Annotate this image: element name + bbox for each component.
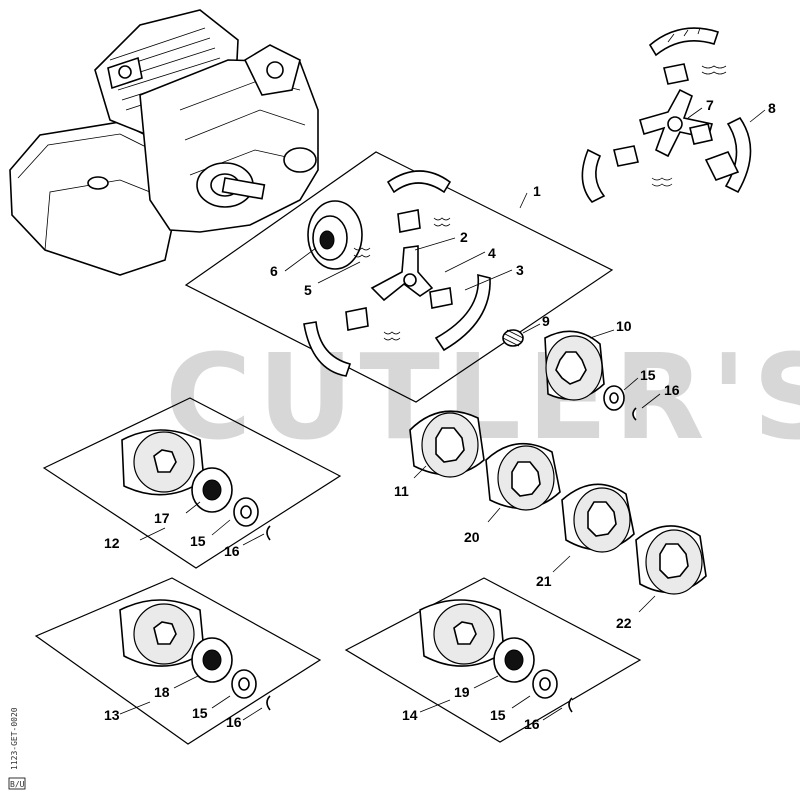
drum-22 bbox=[635, 525, 707, 613]
callout-9: 9 bbox=[542, 313, 550, 329]
callout-7: 7 bbox=[706, 97, 714, 113]
callout-15-box14: 15 bbox=[490, 707, 506, 723]
callout-15-box12: 15 bbox=[190, 533, 206, 549]
callout-14: 14 bbox=[402, 707, 418, 723]
callout-10: 10 bbox=[616, 318, 632, 334]
callout-4: 4 bbox=[488, 245, 496, 261]
callout-3: 3 bbox=[516, 262, 524, 278]
engine-assembly bbox=[9, 9, 319, 276]
callout-18: 18 bbox=[154, 684, 170, 700]
callout-21: 21 bbox=[536, 573, 552, 589]
group-box-13 bbox=[34, 577, 322, 745]
side-code-text: 1123-GET-0020 bbox=[10, 707, 19, 770]
side-code: 1123-GET-0020 B/U bbox=[8, 707, 26, 790]
drum-11 bbox=[409, 410, 485, 479]
callout-20: 20 bbox=[464, 529, 480, 545]
clutch-assembly-top bbox=[581, 27, 752, 203]
group-box-12 bbox=[42, 397, 342, 569]
callout-16-box12: 16 bbox=[224, 543, 240, 559]
callout-15-top: 15 bbox=[640, 367, 656, 383]
needle-bearing-9 bbox=[502, 323, 541, 347]
callout-1: 1 bbox=[533, 183, 541, 199]
callout-8: 8 bbox=[768, 100, 776, 116]
callout-17: 17 bbox=[154, 510, 170, 526]
drum-21 bbox=[552, 483, 635, 573]
callout-11: 11 bbox=[394, 483, 409, 499]
drum-10 bbox=[544, 329, 615, 401]
clip-16-top bbox=[632, 393, 661, 421]
callout-2: 2 bbox=[460, 229, 468, 245]
callout-5: 5 bbox=[304, 282, 312, 298]
callout-16-box13: 16 bbox=[226, 714, 242, 730]
callout-22: 22 bbox=[616, 615, 632, 631]
callout-labels: 1 2 3 4 5 6 7 8 9 10 11 12 13 14 15 15 1… bbox=[104, 97, 776, 732]
group-box-14 bbox=[344, 577, 642, 743]
callout-12: 12 bbox=[104, 535, 120, 551]
side-code-box: B/U bbox=[10, 780, 25, 789]
callout-13: 13 bbox=[104, 707, 120, 723]
callout-16-top: 16 bbox=[664, 382, 680, 398]
callout-6: 6 bbox=[270, 263, 278, 279]
group-box-1 bbox=[184, 151, 614, 403]
watermark: CUTLER'S bbox=[165, 328, 800, 466]
callout-19: 19 bbox=[454, 684, 470, 700]
drum-20 bbox=[485, 442, 561, 523]
callout-15-box13: 15 bbox=[192, 705, 208, 721]
callout-16-box14: 16 bbox=[524, 716, 540, 732]
washer-15-top bbox=[603, 377, 639, 411]
